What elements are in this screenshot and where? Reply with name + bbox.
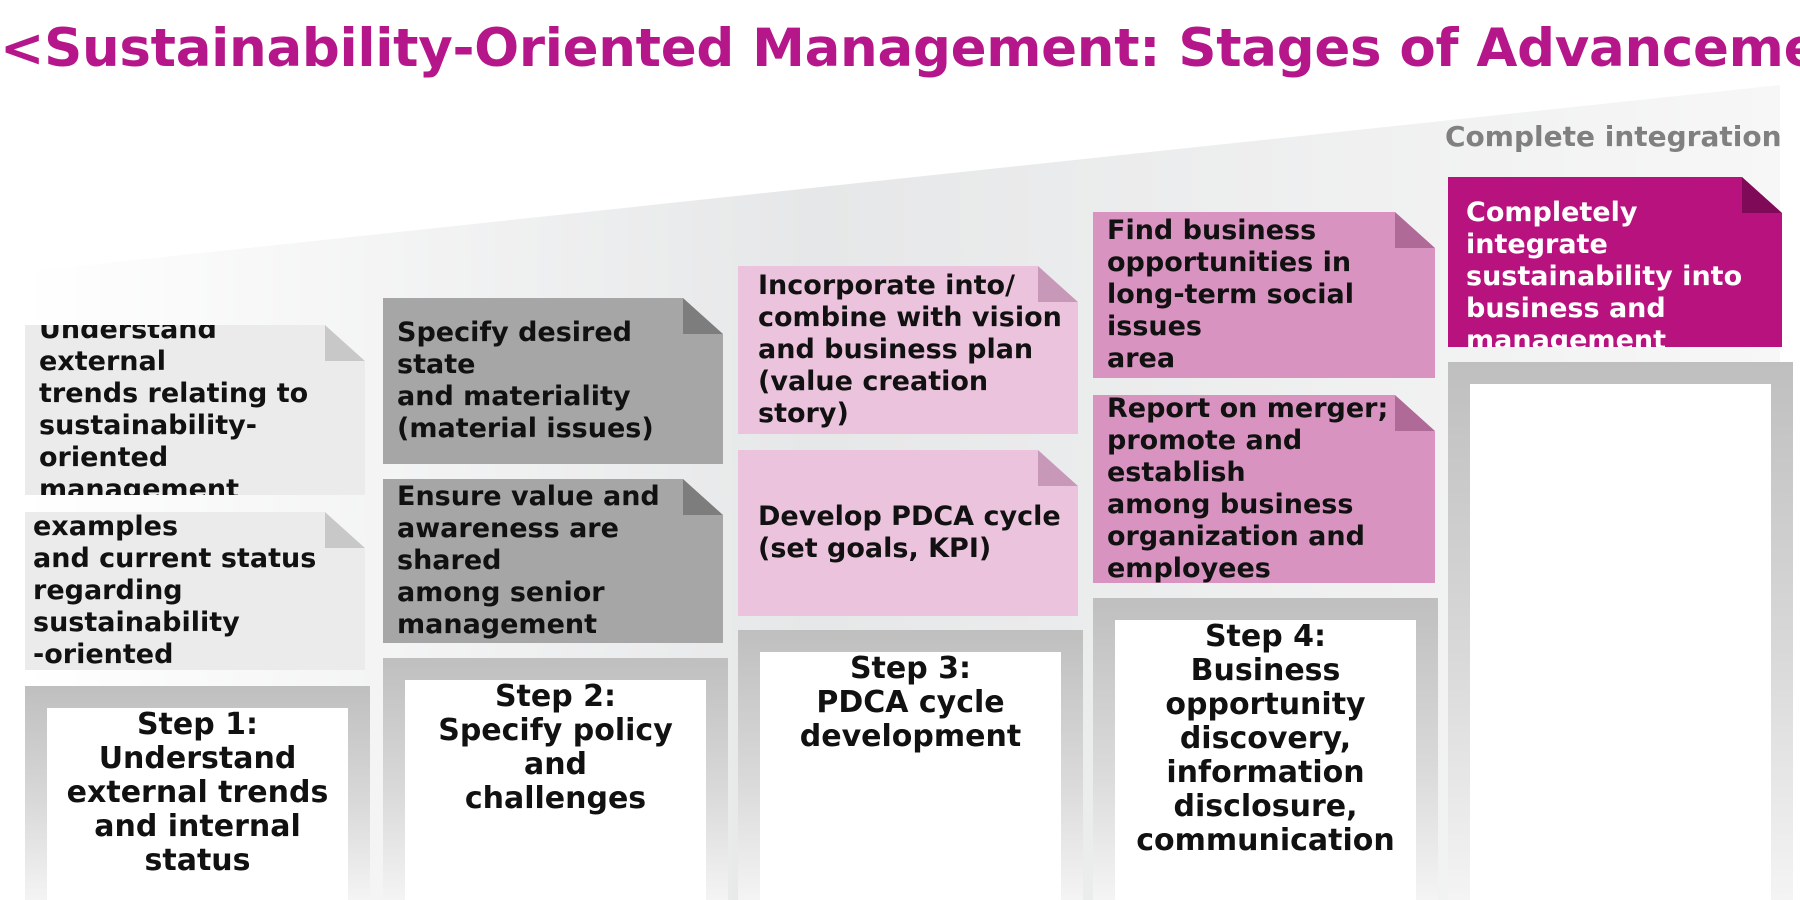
step1-note-internal-examples: List internal examples and current statu… bbox=[25, 512, 365, 670]
step3-note-vision-plan: Incorporate into/ combine with vision an… bbox=[738, 266, 1078, 434]
step4-note-business-opportunities: Find business opportunities in long-term… bbox=[1093, 212, 1435, 378]
step3-note-pdca: Develop PDCA cycle (set goals, KPI) bbox=[738, 450, 1078, 616]
step3-label: Step 3: PDCA cycle development bbox=[799, 651, 1022, 754]
step3-box: Step 3: PDCA cycle development bbox=[738, 630, 1083, 900]
step1-note-external-trends: Understand external trends relating to s… bbox=[25, 325, 365, 495]
step2-note-shared-values: Ensure value and awareness are shared am… bbox=[383, 479, 723, 643]
page-title: <Sustainability-Oriented Management: Sta… bbox=[0, 18, 1800, 79]
step5-box bbox=[1448, 362, 1793, 900]
step4-note-report-merger: Report on merger; promote and establish … bbox=[1093, 395, 1435, 583]
step5-note-complete-integration: Completely integrate sustainability into… bbox=[1448, 177, 1782, 347]
step2-label: Step 2: Specify policy and challenges bbox=[438, 679, 673, 816]
step4-box: Step 4: Business opportunity discovery, … bbox=[1093, 598, 1438, 900]
complete-integration-label: Complete integration bbox=[1445, 120, 1782, 153]
step2-note-desired-state: Specify desired state and materiality (m… bbox=[383, 298, 723, 464]
step2-box: Step 2: Specify policy and challenges bbox=[383, 658, 728, 900]
step1-label: Step 1: Understand external trends and i… bbox=[66, 707, 329, 878]
step1-box: Step 1: Understand external trends and i… bbox=[25, 686, 370, 900]
step4-label: Step 4: Business opportunity discovery, … bbox=[1136, 619, 1395, 858]
